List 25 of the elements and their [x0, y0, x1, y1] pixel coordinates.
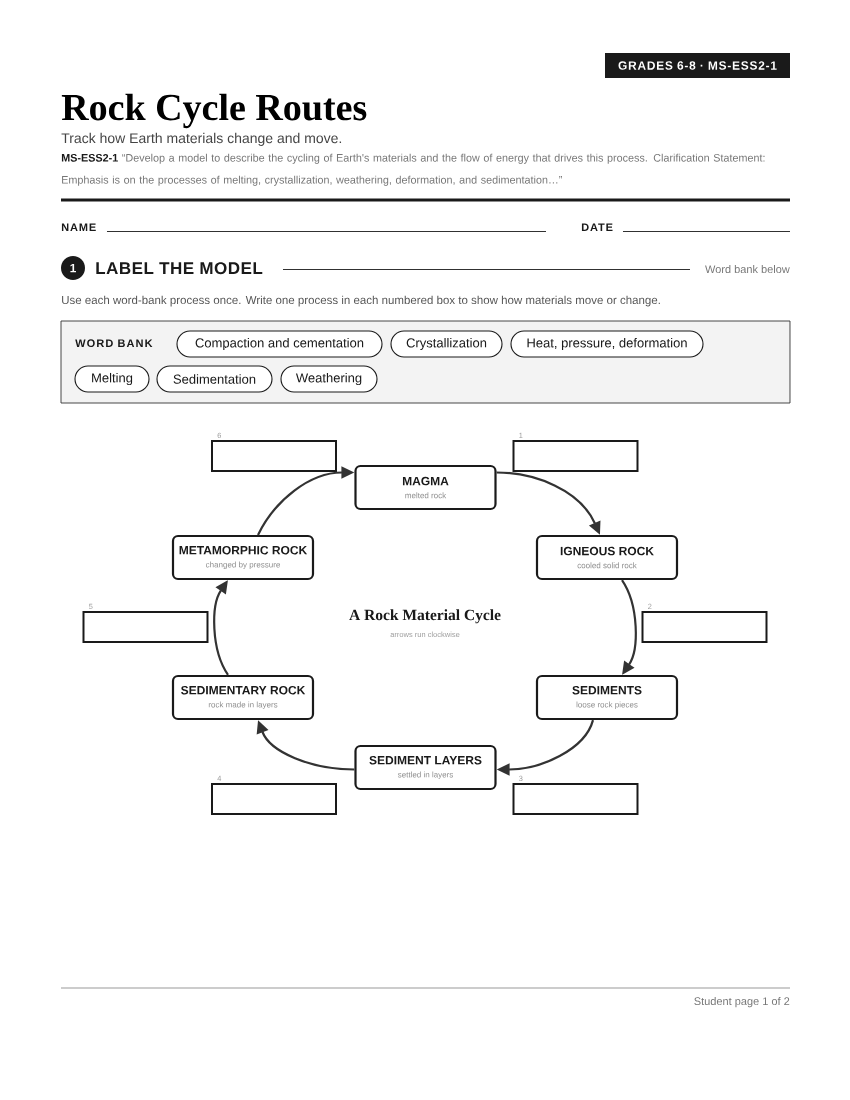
side-note: Word bank below	[705, 265, 790, 274]
rock-box: SEDIMENT LAYERS settled in layers	[354, 744, 497, 791]
rock-box: METAMORPHIC ROCK changed by pressure	[171, 534, 315, 581]
page-number: Student page 1 of 2	[694, 997, 790, 1008]
word-chip: Crystallization	[390, 330, 503, 358]
word-chip: Heat, pressure, deformation	[510, 330, 704, 358]
cycle-heading: A Rock Material Cycle	[349, 609, 501, 624]
grade-badge: GRADES 6-8 · MS-ESS2-1	[605, 53, 790, 78]
word-chip: Compaction and cementation	[176, 330, 383, 358]
rock-box: SEDIMENTARY ROCK rock made in layers	[171, 674, 315, 721]
rock-box: MAGMA melted rock	[354, 464, 497, 511]
word-chip: Sedimentation	[156, 365, 273, 393]
standard-text: MS-ESS2-1 “Develop a model to describe the cycling of Earth's materials and the flow of energy that drives this process. Clarification Statement: Emphasis is on the processes of melting, crystallization, weathering, deformation, and sedimentation…”	[61, 153, 765, 186]
section-heading: LABEL THE MODEL	[96, 262, 263, 275]
field-label: NAME	[61, 223, 96, 231]
word-bank-heading: WORD BANK	[75, 339, 153, 348]
step-number: 1	[61, 256, 85, 280]
rock-box: SEDIMENTS loose rock pieces	[535, 674, 679, 721]
title: Rock Cycle Routes	[61, 93, 367, 129]
field-label: DATE	[581, 223, 613, 231]
rock-box: IGNEOUS ROCK cooled solid rock	[535, 534, 679, 581]
subtitle: Track how Earth materials change and move.	[61, 132, 342, 146]
word-chip: Weathering	[280, 365, 378, 393]
instructions: Use each word-bank process once. Write one process in each numbered box to show how materials move or change.	[62, 295, 660, 307]
word-chip: Melting	[74, 365, 150, 393]
